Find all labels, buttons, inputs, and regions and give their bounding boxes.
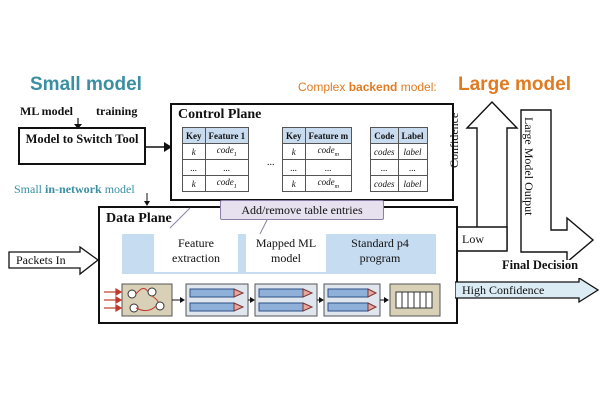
- add-remove-entries-label: Add/remove table entries: [220, 200, 384, 220]
- small-in-network-label: Small in-network model: [14, 182, 135, 197]
- tool-label: Model to Switch Tool: [25, 132, 139, 146]
- data-plane-title: Data Plane: [106, 211, 172, 226]
- table-header: Label: [397, 127, 428, 144]
- data-plane-box: Data Plane Feature extraction Mapped ML …: [98, 206, 458, 324]
- training-label: training: [96, 104, 138, 118]
- table-cell: codem: [304, 143, 353, 160]
- high-confidence-label: High Confidence: [462, 283, 545, 297]
- in-network-prefix: Small: [14, 182, 46, 196]
- low-connector-icon: [455, 226, 508, 252]
- backend-prefix: Complex: [298, 80, 349, 94]
- table-header: Feature 1: [204, 127, 250, 144]
- low-label: Low: [462, 232, 484, 246]
- table-cell: ...: [282, 159, 306, 176]
- pipeline-icon: [104, 283, 441, 317]
- table-cell: ...: [304, 159, 353, 176]
- packets-in-arrow-icon: [8, 246, 100, 276]
- backend-bold: backend: [348, 80, 398, 94]
- in-network-arrow-icon: [144, 193, 150, 206]
- in-network-bold: in-network: [45, 182, 102, 196]
- in-network-suffix: model: [101, 182, 135, 196]
- table-header: Key: [282, 127, 306, 144]
- mapped-ml-model-box: Mapped ML model: [246, 232, 326, 272]
- tables-ellipsis: ...: [267, 157, 275, 168]
- model-to-switch-tool: Model to Switch Tool: [18, 127, 146, 165]
- table-cell: k: [282, 143, 306, 160]
- final-decision-label: Final Decision: [502, 258, 579, 272]
- table-header: Key: [182, 127, 206, 144]
- table-cell: code1: [204, 143, 250, 160]
- large-model-output-label: Large Model Output: [521, 117, 536, 215]
- feature-extraction-text: Feature extraction: [172, 236, 220, 265]
- table-cell: label: [397, 143, 428, 160]
- table-header: Code: [370, 127, 399, 144]
- packets-in-label: Packets In: [16, 253, 66, 267]
- table-cell: ...: [204, 159, 250, 176]
- table-cell: codes: [370, 175, 399, 192]
- feature-extraction-box: Feature extraction: [154, 232, 238, 272]
- complex-backend-label: Complex backend model:: [298, 80, 437, 94]
- mapped-ml-model-text: Mapped ML model: [255, 236, 317, 265]
- table-cell: codem: [304, 175, 353, 192]
- ml-model-label: ML model: [20, 104, 73, 118]
- table-cell: codes: [370, 143, 399, 160]
- small-model-title: Small model: [30, 74, 142, 95]
- table-cell: ...: [182, 159, 206, 176]
- high-confidence-arrow-icon: [455, 278, 600, 304]
- output-text: Large Model Output: [522, 117, 536, 216]
- standard-p4-text: Standard p4 program: [351, 236, 409, 265]
- backend-arrows-icon: [465, 100, 595, 260]
- backend-suffix: model:: [397, 80, 437, 94]
- tool-to-control-arrow-icon: [146, 142, 172, 152]
- confidence-label: Confidence: [447, 88, 462, 168]
- table-cell: k: [182, 143, 206, 160]
- down-arrow-icon: [74, 118, 82, 129]
- table-cell: ...: [370, 159, 399, 176]
- table-cell: code1: [204, 175, 250, 192]
- control-plane-title: Control Plane: [178, 107, 262, 122]
- table-cell: label: [397, 175, 428, 192]
- table-cell: ...: [397, 159, 428, 176]
- large-model-title: Large model: [458, 74, 571, 95]
- table-header: Feature m: [304, 127, 353, 144]
- confidence-text: Confidence: [447, 112, 461, 168]
